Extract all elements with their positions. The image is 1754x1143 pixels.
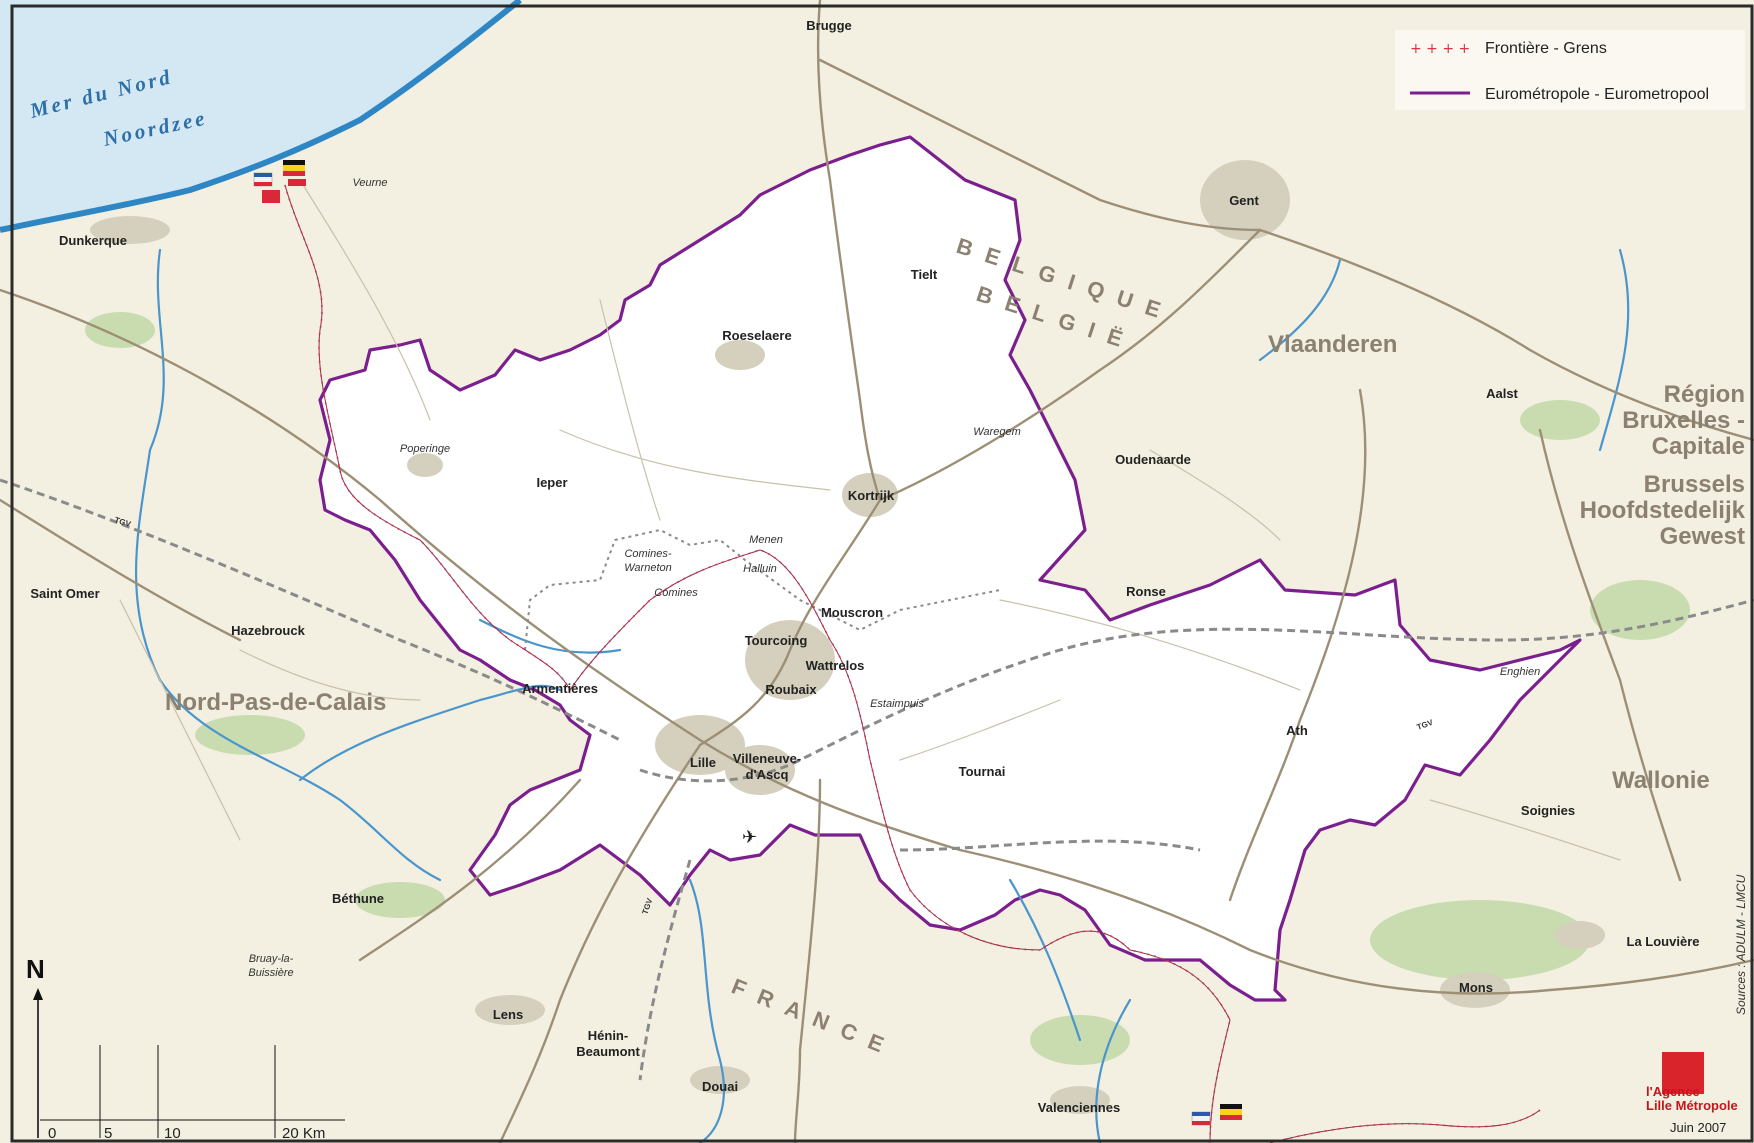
- town-enghien: Enghien: [1500, 666, 1540, 678]
- town-estaimpuis: Estaimpuis: [870, 698, 924, 710]
- town-veurne: Veurne: [352, 177, 387, 189]
- city-valenciennes: Valenciennes: [1038, 1100, 1120, 1115]
- national-border: [284, 184, 1541, 1143]
- city-tielt: Tielt: [911, 267, 938, 282]
- map-frame: [10, 4, 1754, 1143]
- region-vlaanderen: Vlaanderen: [1268, 331, 1397, 358]
- town-bruay-2: Buissière: [248, 967, 293, 979]
- town-waregem: Waregem: [973, 426, 1020, 438]
- city-roubaix: Roubaix: [765, 682, 817, 697]
- north-arrow: N: [26, 954, 45, 1138]
- city-brugge: Brugge: [806, 18, 852, 33]
- svg-text:Gewest: Gewest: [1660, 523, 1745, 550]
- svg-text:Bruxelles -: Bruxelles -: [1622, 407, 1745, 434]
- city-la-louviere: La Louvière: [1627, 934, 1700, 949]
- town-bruay-1: Bruay-la-: [249, 953, 294, 965]
- city-ieper: Ieper: [536, 475, 567, 490]
- city-saint-omer: Saint Omer: [30, 586, 99, 601]
- town-comines: Comines: [654, 587, 698, 599]
- svg-text:Brussels: Brussels: [1644, 471, 1745, 498]
- town-comines-warneton-1: Comines-: [624, 548, 671, 560]
- minor-roads: [119, 179, 1621, 861]
- logo-line1: l'Agence: [1646, 1084, 1700, 1099]
- city-lille: Lille: [690, 755, 716, 770]
- city-tourcoing: Tourcoing: [745, 633, 808, 648]
- eurometropole-area: [318, 135, 1582, 1002]
- legend-border-label: Frontière - Grens: [1485, 40, 1607, 57]
- svg-text:Région: Région: [1664, 381, 1745, 408]
- city-oudenaarde: Oudenaarde: [1115, 452, 1191, 467]
- north-label: N: [26, 954, 45, 984]
- city-labels: Brugge Gent Tielt Roeselaere Dunkerque I…: [30, 18, 1699, 1115]
- city-ath: Ath: [1286, 723, 1308, 738]
- city-gent: Gent: [1229, 193, 1259, 208]
- town-labels: Veurne Poperinge Waregem Menen Comines- …: [248, 177, 1540, 979]
- legend-box: [1395, 30, 1745, 110]
- city-aalst: Aalst: [1486, 386, 1518, 401]
- city-kortrijk: Kortrijk: [848, 488, 895, 503]
- legend-border-symbol: + + + +: [1410, 41, 1470, 57]
- scale-tick-0: 0: [48, 1125, 56, 1142]
- agency-logo: l'Agence Lille Métropole: [1646, 1052, 1738, 1113]
- svg-text:Capitale: Capitale: [1652, 433, 1745, 460]
- city-hazebrouck: Hazebrouck: [231, 623, 305, 638]
- legend-eurometropole-label: Eurométropole - Eurometropool: [1485, 86, 1709, 103]
- north-sea: [0, 0, 520, 230]
- svg-text:Hoofdstedelijk: Hoofdstedelijk: [1580, 497, 1746, 524]
- city-henin-1: Hénin-: [588, 1028, 628, 1043]
- town-poperinge: Poperinge: [400, 443, 450, 455]
- city-douai: Douai: [702, 1079, 738, 1094]
- city-mons: Mons: [1459, 980, 1493, 995]
- city-ronse: Ronse: [1126, 584, 1166, 599]
- city-roeselaere: Roeselaere: [722, 328, 791, 343]
- legend: + + + + Frontière - Grens Eurométropole …: [1395, 30, 1745, 110]
- city-villeneuve-2: d'Ascq: [746, 767, 789, 782]
- city-wattrelos: Wattrelos: [806, 658, 865, 673]
- region-nord-pas-de-calais: Nord-Pas-de-Calais: [165, 689, 386, 716]
- town-comines-warneton-2: Warneton: [624, 562, 672, 574]
- city-lens: Lens: [493, 1007, 523, 1022]
- scale-bar: 0 5 10 20 Km: [40, 1045, 345, 1142]
- city-soignies: Soignies: [1521, 803, 1575, 818]
- logo-square: [1662, 1052, 1704, 1094]
- coastline: [0, 0, 522, 233]
- logo-line2: Lille Métropole: [1646, 1098, 1738, 1113]
- city-henin-2: Beaumont: [576, 1044, 640, 1059]
- region-wallonie: Wallonie: [1612, 767, 1710, 794]
- city-mouscron: Mouscron: [821, 605, 883, 620]
- city-villeneuve-1: Villeneuve-: [733, 751, 801, 766]
- north-arrow-icon: [33, 988, 43, 1000]
- region-bruxelles: Région Bruxelles - Capitale Brussels Hoo…: [1580, 381, 1746, 550]
- town-menen: Menen: [749, 534, 783, 546]
- town-halluin: Halluin: [743, 563, 777, 575]
- tgv-lines: [0, 478, 1754, 1081]
- city-bethune: Béthune: [332, 891, 384, 906]
- airport-icon: ✈: [742, 827, 757, 848]
- city-tournai: Tournai: [959, 764, 1006, 779]
- map-date: Juin 2007: [1670, 1120, 1726, 1135]
- flag-group-bottom: [1191, 1104, 1242, 1126]
- credits: Sources : ADULM - LMCU: [1734, 874, 1748, 1015]
- scale-tick-10: 10: [164, 1125, 181, 1142]
- flag-group-top: [253, 160, 306, 203]
- scale-tick-5: 5: [104, 1125, 112, 1142]
- city-armentieres: Armentières: [522, 681, 598, 696]
- city-dunkerque: Dunkerque: [59, 233, 127, 248]
- scale-tick-20: 20 Km: [282, 1125, 325, 1142]
